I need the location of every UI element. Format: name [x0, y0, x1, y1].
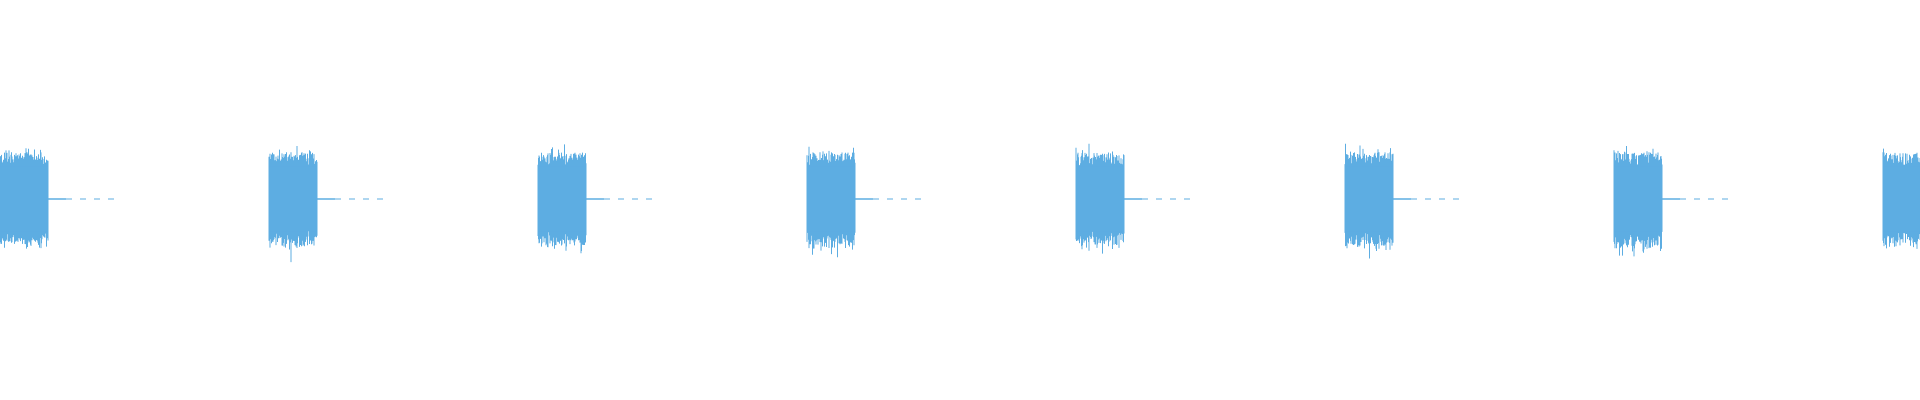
waveform-pulse: [1882, 148, 1920, 249]
pulse-core: [0, 166, 48, 232]
pulse-core: [1614, 166, 1662, 232]
pulse-core: [1883, 166, 1920, 232]
waveform-pulse: [1075, 143, 1190, 254]
pulse-core: [807, 166, 855, 232]
waveform-pulse: [1613, 146, 1728, 257]
pulse-core: [538, 166, 586, 232]
waveform-pulse: [806, 146, 921, 258]
pulse-core: [269, 166, 317, 232]
waveform-pulse: [0, 148, 114, 249]
waveform-pulse: [1344, 143, 1459, 259]
waveform-pulse: [537, 144, 652, 254]
waveform-pulse: [268, 146, 383, 263]
pulse-core: [1345, 166, 1393, 232]
pulse-core: [1076, 166, 1124, 232]
